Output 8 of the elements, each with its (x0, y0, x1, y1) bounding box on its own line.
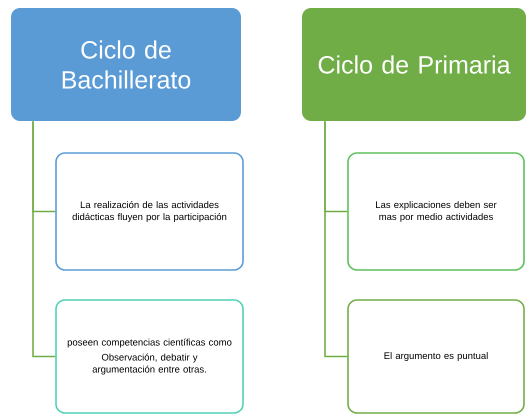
text-box: La realización de las actividades didácticas fluyen por la participación (55, 152, 244, 271)
connector-line (324, 121, 348, 358)
text-box: El argumento es puntual (347, 299, 525, 414)
text-box: Las explicaciones deben ser mas por medio actividades (347, 152, 525, 271)
heading-box: Ciclo de Bachillerato (11, 8, 241, 121)
heading-box: Ciclo de Primaria (302, 8, 526, 121)
text-box: poseen competencias científicas como Observación, debatir y argumentación entre otras. (55, 299, 244, 414)
connector-line (32, 121, 56, 358)
